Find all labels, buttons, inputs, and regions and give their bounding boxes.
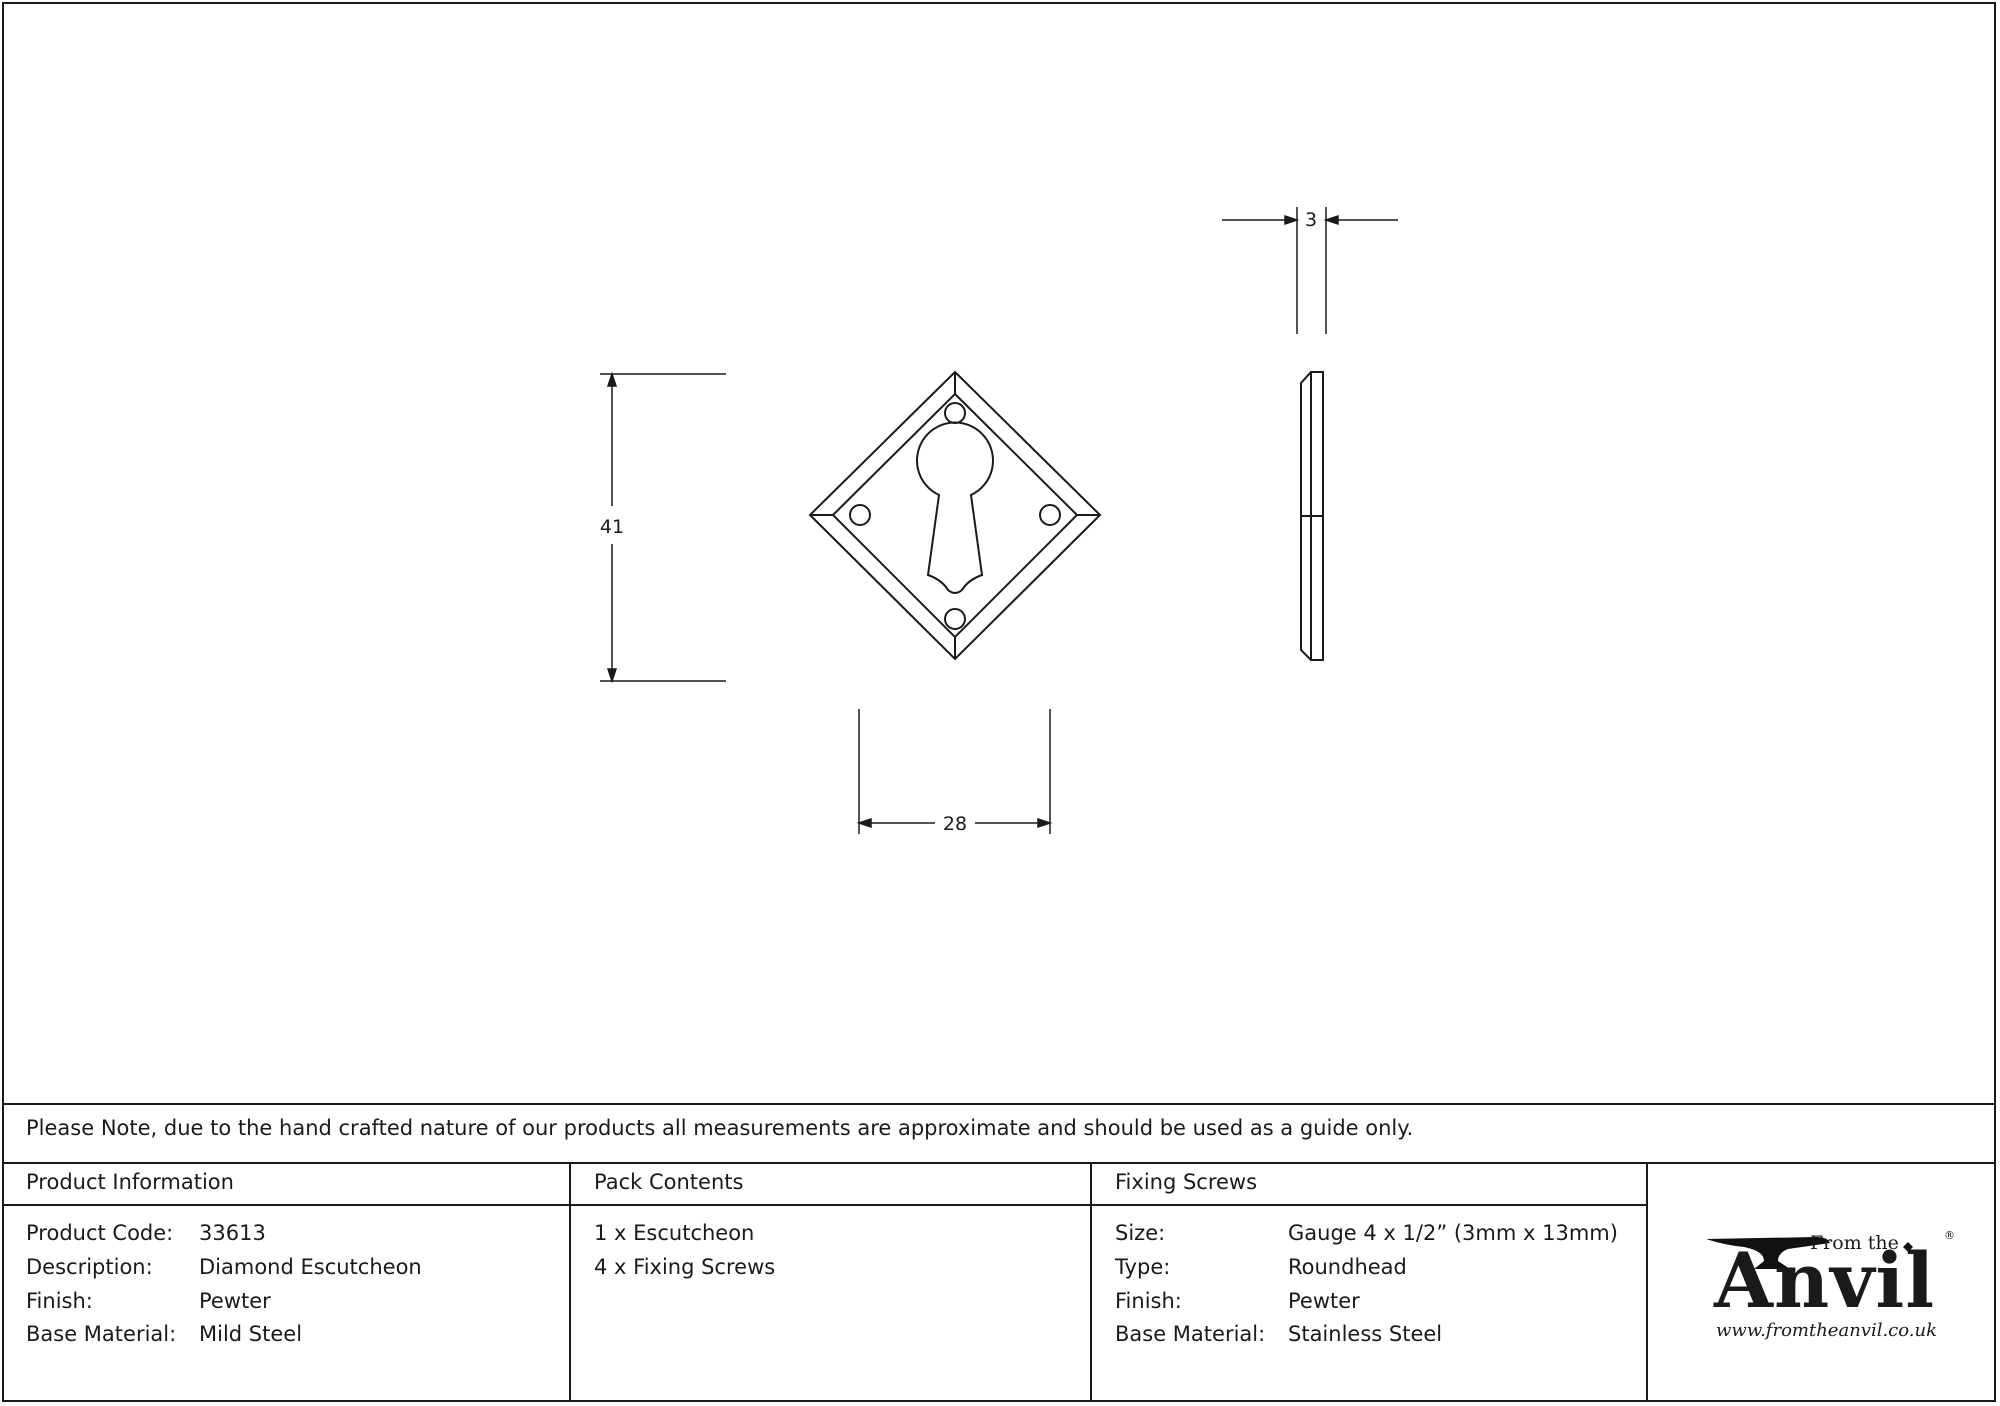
screw-material-label: Base Material: <box>1115 1322 1266 1346</box>
screw-hole-left <box>849 504 871 526</box>
screw-type-label: Type: <box>1115 1255 1171 1279</box>
diamond-icon <box>1903 1242 1913 1252</box>
screw-hole-bottom <box>944 608 966 630</box>
screw-type-value: Roundhead <box>1288 1255 1407 1279</box>
height-dimension-label: 41 <box>600 516 624 538</box>
escutcheon-front-view <box>808 370 1102 661</box>
product-info-header: Product Information <box>26 1170 234 1194</box>
base-material-label: Base Material: <box>26 1322 177 1346</box>
pack-item: 4 x Fixing Screws <box>594 1255 776 1279</box>
measurement-note: Please Note, due to the hand crafted nat… <box>26 1116 1414 1140</box>
description-label: Description: <box>26 1255 153 1279</box>
from-the-anvil-logo: From the ® Anvil www.fromtheanvil.co.uk <box>1700 1225 1960 1345</box>
finish-label: Finish: <box>26 1289 93 1313</box>
pack-item: 1 x Escutcheon <box>594 1221 755 1245</box>
screw-finish-label: Finish: <box>1115 1289 1182 1313</box>
logo-from-the: From the <box>1810 1232 1899 1254</box>
escutcheon-side-view <box>1300 371 1324 661</box>
screw-size-value: Gauge 4 x 1/2” (3mm x 13mm) <box>1288 1221 1618 1245</box>
anvil-icon <box>1706 1237 1830 1269</box>
base-material-value: Mild Steel <box>199 1322 303 1346</box>
product-code-value: 33613 <box>199 1221 266 1245</box>
product-code-label: Product Code: <box>26 1221 174 1245</box>
screw-hole-top <box>944 402 966 424</box>
width-dimension-label: 28 <box>943 813 967 835</box>
screw-size-label: Size: <box>1115 1221 1166 1245</box>
title-block-lines <box>2 1103 1996 1402</box>
thickness-dimension-label: 3 <box>1305 209 1317 231</box>
finish-value: Pewter <box>199 1289 271 1313</box>
screw-hole-right <box>1039 504 1061 526</box>
height-dimension <box>600 371 726 684</box>
logo-registered: ® <box>1944 1229 1955 1242</box>
pack-contents-header: Pack Contents <box>594 1170 744 1194</box>
keyhole <box>916 421 994 594</box>
width-dimension <box>856 709 1053 834</box>
screw-finish-value: Pewter <box>1288 1289 1360 1313</box>
thickness-dimension <box>1222 207 1398 334</box>
logo-url: www.fromtheanvil.co.uk <box>1716 1320 1938 1341</box>
screw-material-value: Stainless Steel <box>1288 1322 1443 1346</box>
logo-brand: Anvil <box>1714 1236 1936 1325</box>
description-value: Diamond Escutcheon <box>199 1255 422 1279</box>
fixing-screws-header: Fixing Screws <box>1115 1170 1258 1194</box>
